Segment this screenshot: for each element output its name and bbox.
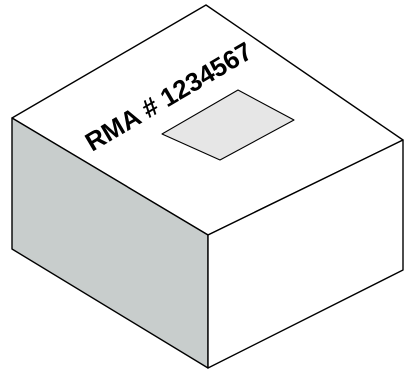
box-right-face bbox=[207, 139, 404, 369]
label-patch bbox=[161, 89, 295, 161]
